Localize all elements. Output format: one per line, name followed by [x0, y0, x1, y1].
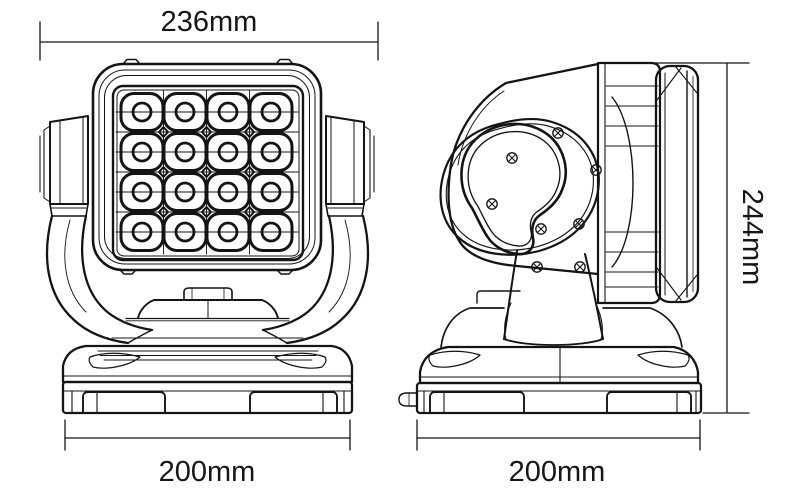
front-view: 236mm: [39, 6, 379, 488]
side-heatsink-fins: [596, 61, 662, 305]
led-diamond: [244, 206, 255, 218]
pedestal-shoulder: [602, 307, 683, 348]
housing-bottom-nub: [119, 269, 137, 275]
base-foot: [82, 391, 166, 414]
side-base-width-label: 200mm: [509, 456, 606, 488]
side-height-label: 244mm: [736, 189, 768, 286]
screw-icon: [506, 152, 518, 164]
front-lamp-housing: [91, 58, 323, 275]
led-diamond: [201, 126, 212, 138]
bezel-clip: [656, 267, 698, 303]
screw-icon: [486, 198, 498, 210]
led-lens-center: [131, 181, 153, 203]
led-lens-center: [174, 221, 196, 243]
base-foot: [429, 391, 525, 414]
screw-icon: [573, 218, 585, 230]
side-keyhole-cutout: [460, 122, 567, 256]
led-lens-center: [260, 101, 282, 123]
front-width-label: 236mm: [161, 6, 258, 38]
front-dimension-base: 200mm: [64, 419, 351, 488]
led-lens-center: [131, 141, 153, 163]
led-lens-center: [260, 181, 282, 203]
led-lens-center: [131, 101, 153, 123]
screw-icon: [552, 127, 564, 139]
housing-top-nub: [275, 58, 294, 65]
led-lens-center: [174, 141, 196, 163]
side-screws: [486, 127, 602, 273]
front-bezel: [111, 84, 305, 262]
led-lens-center: [217, 141, 239, 163]
led-lens-center: [217, 181, 239, 203]
side-dimension-base: 200mm: [416, 419, 701, 488]
screw-icon: [531, 261, 543, 273]
side-base-plate: [398, 381, 703, 415]
housing-bottom-nub: [276, 269, 294, 275]
front-dimension-width: 236mm: [39, 6, 379, 61]
front-mount-knob-right: [325, 115, 375, 217]
side-lens-bezel: [654, 64, 700, 304]
led-diamond: [244, 126, 255, 138]
led-lens-center: [131, 221, 153, 243]
led-lens: [248, 132, 294, 172]
led-diamond: [158, 166, 169, 178]
housing-top-nub: [122, 58, 141, 65]
led-lens-center: [174, 101, 196, 123]
led-lens: [248, 92, 294, 132]
front-swivel-hub: [111, 287, 304, 339]
led-diamond: [201, 206, 212, 218]
led-lens-center: [217, 101, 239, 123]
pedestal-tab: [476, 290, 521, 304]
side-view: 244mm 200mm: [398, 61, 768, 488]
side-lamp-housing: [447, 62, 600, 276]
front-base-dome: [61, 344, 354, 384]
front-base-plate: [61, 380, 354, 415]
led-lens-center: [260, 221, 282, 243]
base-foot: [249, 391, 338, 414]
side-bracket-plate: [439, 118, 600, 256]
led-diamond: [244, 166, 255, 178]
side-dimension-height: 244mm: [631, 62, 768, 414]
led-diamond: [201, 166, 212, 178]
front-mount-knob-left: [39, 115, 89, 217]
screw-icon: [590, 164, 602, 176]
base-foot: [606, 391, 692, 414]
led-lens: [248, 172, 294, 212]
led-lens: [248, 212, 294, 252]
front-yoke-bracket: [45, 214, 370, 345]
led-diamond: [158, 206, 169, 218]
side-base-dome: [418, 345, 700, 385]
side-pedestal: [440, 250, 683, 348]
pedestal-shoulder: [440, 307, 505, 348]
plate-side-tab: [398, 392, 418, 407]
led-lens-center: [174, 181, 196, 203]
screw-icon: [535, 223, 547, 235]
led-diamond: [158, 126, 169, 138]
screw-icon: [574, 261, 586, 273]
led-lens-center: [260, 141, 282, 163]
front-led-array: [115, 89, 299, 255]
front-base-width-label: 200mm: [159, 456, 256, 488]
bezel-clip: [656, 65, 698, 101]
led-lens-center: [217, 221, 239, 243]
